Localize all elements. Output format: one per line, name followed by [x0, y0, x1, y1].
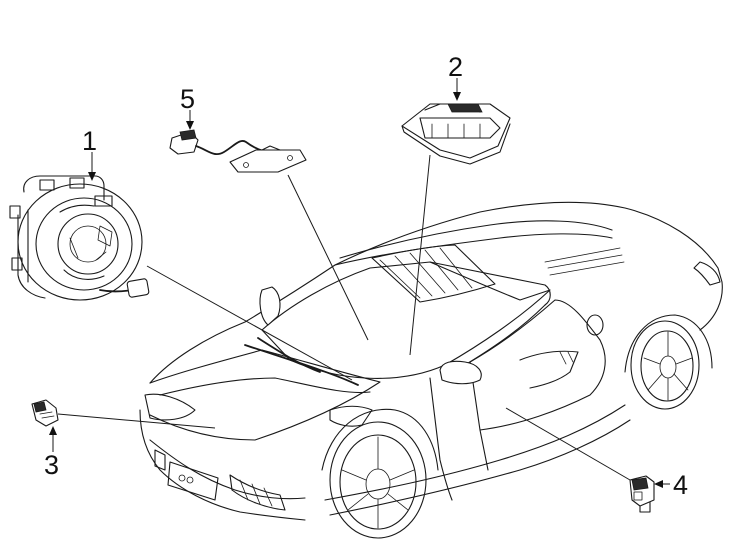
- part-2-module: [401, 103, 511, 165]
- part-3-sensor: [31, 399, 59, 427]
- part-4-sensor: [629, 475, 655, 513]
- callout-1: 1: [82, 126, 97, 156]
- callout-3: 3: [44, 450, 59, 480]
- car-illustration: [139, 201, 723, 539]
- callout-5: 5: [180, 84, 195, 114]
- part-5-harness: [169, 129, 307, 173]
- leader-lines: [49, 78, 670, 488]
- callout-2: 2: [448, 52, 463, 82]
- part-1-clockspring: [9, 175, 150, 301]
- callout-4: 4: [673, 470, 688, 500]
